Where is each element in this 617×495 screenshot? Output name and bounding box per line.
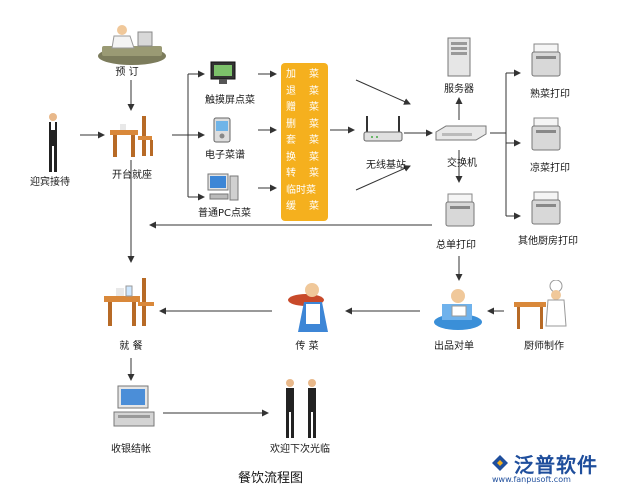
cold-print-label: 凉菜打印 — [530, 163, 570, 174]
farewell-label: 欢迎下次光临 — [270, 444, 330, 455]
cold-printer-icon — [531, 117, 561, 151]
switch-label: 交换机 — [447, 158, 477, 169]
dish-op-left: 转 — [286, 168, 296, 179]
dish-op-left: 套 — [286, 135, 296, 146]
dish-op-right: 菜 — [309, 102, 319, 113]
dish-op-left: 缓 — [286, 201, 296, 212]
other-print-label: 其他厨房打印 — [518, 236, 578, 247]
summary-printer-icon — [445, 193, 475, 227]
check-order-icon — [434, 289, 482, 330]
check-order-label: 出品对单 — [434, 341, 474, 352]
greeter-icon — [49, 113, 57, 172]
dish-op-right: 菜 — [309, 151, 319, 163]
switch-icon — [435, 125, 487, 141]
dish-operations-panel — [281, 63, 328, 221]
hot-print-label: 熟菜打印 — [530, 89, 570, 100]
pc-icon — [207, 173, 239, 201]
brand-logo: 泛普软件 www.fanpusoft.com — [488, 447, 612, 489]
dish-op-right: 菜 — [309, 135, 319, 146]
wireless-ap-label: 无线基站 — [366, 160, 406, 171]
dish-op-right: 菜 — [309, 168, 319, 179]
wireless-ap-icon — [363, 116, 403, 142]
hot-printer-icon — [531, 43, 561, 77]
other-printer-icon — [531, 191, 561, 225]
dish-op-left: 加 — [286, 69, 296, 80]
dish-op-left: 换 — [286, 151, 296, 163]
checkout-label: 收银结帐 — [111, 444, 151, 455]
server-label: 服务器 — [444, 84, 474, 95]
reservation-label: 预 订 — [115, 67, 139, 78]
server-icon — [447, 37, 471, 77]
dish-op-left: 临时菜 — [286, 184, 316, 196]
serve-label: 传 菜 — [295, 341, 319, 352]
chef-label: 厨师制作 — [524, 341, 564, 352]
dish-op-right: 菜 — [309, 85, 319, 97]
dish-op-left: 删 — [286, 118, 296, 130]
reservation-desk-icon — [98, 25, 166, 65]
e-menu-label: 电子菜谱 — [205, 150, 245, 161]
brand-mark-icon — [492, 455, 508, 471]
dish-op-right: 菜 — [309, 118, 319, 130]
touch-screen-label: 触摸屏点菜 — [205, 95, 255, 106]
dining-table-icon — [104, 278, 154, 326]
dining-label: 就 餐 — [119, 341, 143, 352]
cash-register-icon — [113, 385, 155, 427]
dish-op-right: 菜 — [309, 201, 319, 212]
waiter-icon — [288, 283, 328, 332]
summary-print-label: 总单打印 — [436, 240, 476, 251]
brand-name: 泛普软件 — [514, 453, 598, 477]
dish-op-right: 菜 — [309, 69, 319, 80]
pc-order-label: 普通PC点菜 — [198, 208, 252, 219]
open-table-label: 开台就座 — [112, 170, 152, 181]
touch-screen-icon — [210, 61, 236, 84]
dish-op-left: 赠 — [286, 102, 296, 113]
farewell-staff-icon — [286, 379, 316, 438]
brand-url: www.fanpusoft.com — [492, 475, 571, 484]
pda-icon — [213, 117, 231, 143]
table-chair-icon — [110, 116, 153, 157]
greeting-label: 迎宾接待 — [30, 177, 70, 188]
diagram-caption: 餐饮流程图 — [238, 471, 304, 486]
chef-icon — [514, 280, 567, 329]
dish-op-left: 退 — [286, 85, 296, 97]
